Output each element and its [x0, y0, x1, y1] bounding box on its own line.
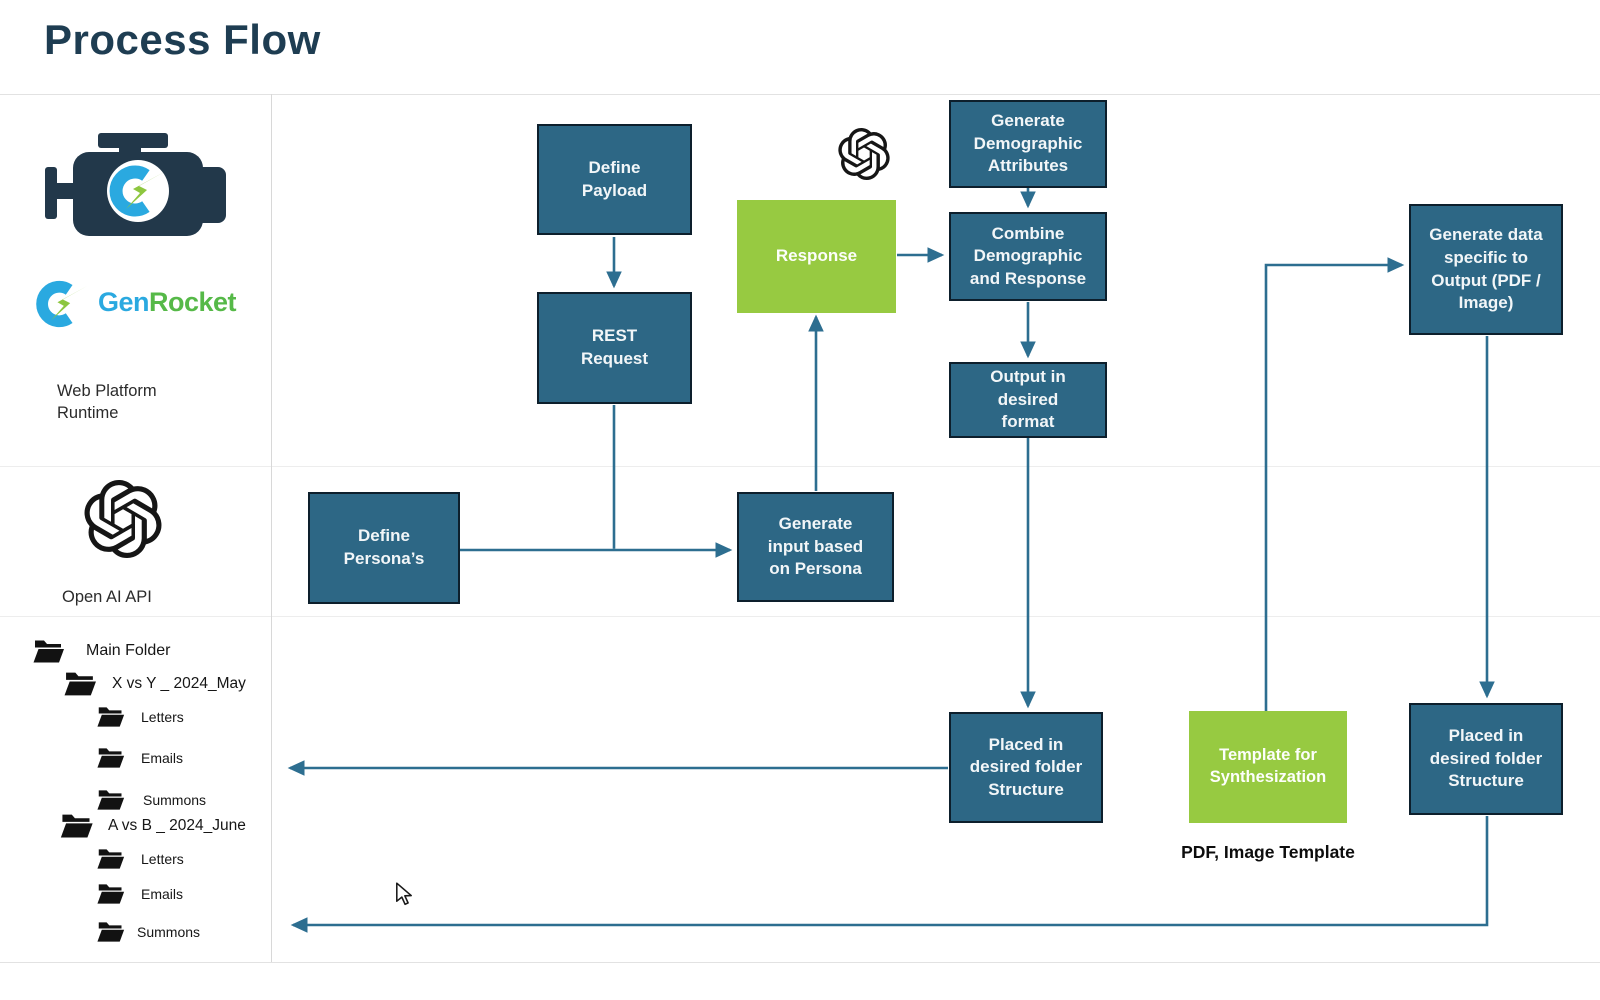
pdf-image-template-caption: PDF, Image Template — [1181, 842, 1355, 862]
folder-icon — [97, 706, 125, 727]
divider-bottom — [0, 962, 1600, 963]
genrocket-logo-icon — [33, 275, 91, 333]
node-generate-data: Generate data specific to Output (PDF / … — [1409, 204, 1563, 335]
folder-row-summons-2: Summons — [97, 921, 200, 942]
folder-icon — [97, 848, 125, 869]
node-define-personas: Define Persona’s — [308, 492, 460, 604]
folder-row-letters-2: Letters — [97, 848, 184, 869]
openai-icon — [84, 480, 162, 558]
divider-lane-1 — [0, 466, 1600, 467]
folder-row-letters-1: Letters — [97, 706, 184, 727]
folder-row-emails-2: Emails — [97, 883, 183, 904]
node-placed-left: Placed in desired folder Structure — [949, 712, 1103, 823]
node-template-synthesization: Template for Synthesization — [1189, 711, 1347, 823]
sidebar-divider — [271, 94, 272, 962]
node-combine-demographic: Combine Demographic and Response — [949, 212, 1107, 301]
arrow-placed-right-to-folders — [290, 816, 1489, 933]
node-output-format: Output in desired format — [949, 362, 1107, 438]
node-generate-demographic: Generate Demographic Attributes — [949, 100, 1107, 188]
arrow-template-to-generate-data — [1264, 257, 1405, 711]
node-define-payload: Define Payload — [537, 124, 692, 235]
folder-icon — [33, 639, 65, 663]
folder-icon — [60, 813, 94, 838]
node-rest-request: REST Request — [537, 292, 692, 404]
divider-top — [0, 94, 1600, 95]
folder-icon — [97, 789, 125, 810]
folder-row-ab: A vs B _ 2024_June — [60, 813, 246, 838]
folder-row-main: Main Folder — [33, 639, 170, 663]
openai-label: Open AI API — [62, 588, 152, 606]
engine-icon — [45, 133, 226, 236]
folder-icon — [97, 921, 125, 942]
mouse-cursor — [396, 882, 412, 906]
divider-lane-2 — [0, 616, 1600, 617]
genrocket-logo: GenRocket — [98, 287, 237, 318]
folder-row-xy: X vs Y _ 2024_May — [64, 671, 246, 696]
page-title: Process Flow — [44, 16, 321, 63]
folder-icon — [64, 671, 97, 696]
node-placed-right: Placed in desired folder Structure — [1409, 703, 1563, 815]
folder-row-emails-1: Emails — [97, 747, 183, 768]
folder-row-summons-1: Summons — [97, 789, 206, 810]
node-generate-input: Generate input based on Persona — [737, 492, 894, 602]
openai-icon-small — [838, 128, 890, 180]
folder-icon — [97, 883, 125, 904]
brand-gen: Gen — [98, 287, 150, 317]
node-response: Response — [737, 200, 896, 313]
web-platform-label: Web Platform Runtime — [57, 382, 157, 423]
brand-rocket: Rocket — [149, 287, 237, 317]
folder-icon — [97, 747, 125, 768]
